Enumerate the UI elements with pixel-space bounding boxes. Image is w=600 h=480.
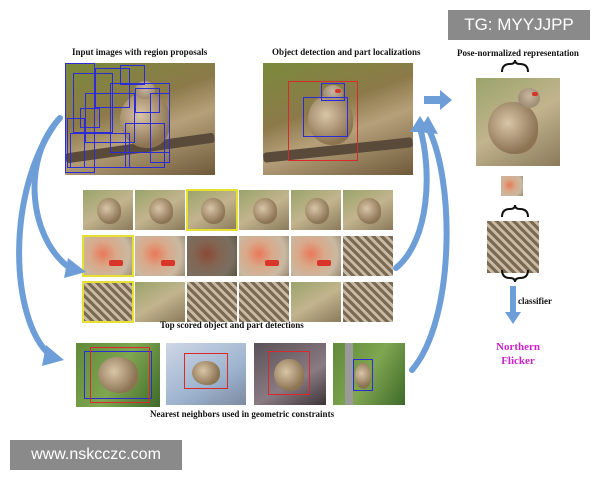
neighbor-box <box>84 351 152 399</box>
tg-watermark: TG: MYYJJPP <box>448 10 590 40</box>
proposal-box <box>120 65 145 85</box>
grid-cell-whole-bird <box>239 190 289 230</box>
proposal-box <box>67 118 85 168</box>
grid-cell-whole-bird <box>135 190 185 230</box>
arrow-down-icon <box>505 286 521 324</box>
arrowhead <box>64 258 86 278</box>
neighbor-image <box>166 343 246 405</box>
neighbor-box <box>90 347 150 403</box>
brace-icon <box>501 269 529 282</box>
url-watermark: www.nskcczc.com <box>10 440 182 470</box>
arrow-input-to-grid <box>31 115 73 271</box>
proposal-box <box>70 133 130 168</box>
grid-cell-body <box>83 282 133 322</box>
pose-heading: Pose-normalized representation <box>457 48 579 58</box>
detection-heading: Object detection and part localizations <box>272 47 421 57</box>
proposal-box <box>150 93 170 163</box>
neighbor-box <box>184 353 228 389</box>
brace-icon <box>501 60 529 73</box>
proposal-box <box>135 88 160 113</box>
neighbor-image <box>254 343 326 405</box>
bird-body <box>120 93 170 148</box>
pose-head <box>501 176 523 196</box>
result-line1: Northern <box>496 341 540 353</box>
grid-cell-head <box>291 236 341 276</box>
grid-cell-whole-bird <box>343 190 393 230</box>
arrow-grid-to-detection <box>393 125 430 271</box>
input-image <box>65 63 215 175</box>
detection-image <box>263 63 413 175</box>
arrow-right-icon <box>424 90 452 110</box>
grid-cell-head <box>343 236 393 276</box>
arrowhead <box>418 116 438 134</box>
grid-cell-head <box>239 236 289 276</box>
grid-cell-body <box>135 282 185 322</box>
neighbors-caption: Nearest neighbors used in geometric cons… <box>150 409 335 419</box>
grid-cell-head <box>135 236 185 276</box>
arrowhead <box>42 345 64 366</box>
neighbor-image <box>333 343 405 405</box>
pose-whole-bird <box>476 78 560 166</box>
proposal-box <box>95 68 130 108</box>
grid-cell-whole-bird <box>83 190 133 230</box>
pose-body <box>487 221 539 273</box>
neighbor-box <box>268 351 310 395</box>
grid-cell-body <box>239 282 289 322</box>
grid-cell-whole-bird <box>187 190 237 230</box>
body-part-box <box>303 97 348 137</box>
grid-cell-body <box>187 282 237 322</box>
grid-cell-body <box>343 282 393 322</box>
grid-cell-head <box>83 236 133 276</box>
neighbor-box <box>353 359 373 391</box>
proposal-box <box>73 73 113 133</box>
grid-cell-whole-bird <box>291 190 341 230</box>
red-nape <box>335 89 341 93</box>
red-nape <box>532 92 538 96</box>
input-heading: Input images with region proposals <box>72 47 208 57</box>
arrow-neighbors-to-detection <box>409 125 450 373</box>
proposal-box <box>65 63 95 173</box>
top-scored-caption: Top scored object and part detections <box>160 320 304 330</box>
bird-body <box>488 102 538 154</box>
proposal-box <box>125 123 165 168</box>
object-box <box>288 81 358 161</box>
brace-icon <box>501 205 529 218</box>
arrow-input-to-neighbors <box>16 117 61 358</box>
head-part-box <box>321 83 345 101</box>
result-line2: Flicker <box>501 355 535 367</box>
grid-cell-body <box>291 282 341 322</box>
grid-cell-head <box>187 236 237 276</box>
classifier-label: classifier <box>518 296 552 306</box>
neighbor-image <box>76 343 160 407</box>
result-label: Northern Flicker <box>478 340 558 368</box>
